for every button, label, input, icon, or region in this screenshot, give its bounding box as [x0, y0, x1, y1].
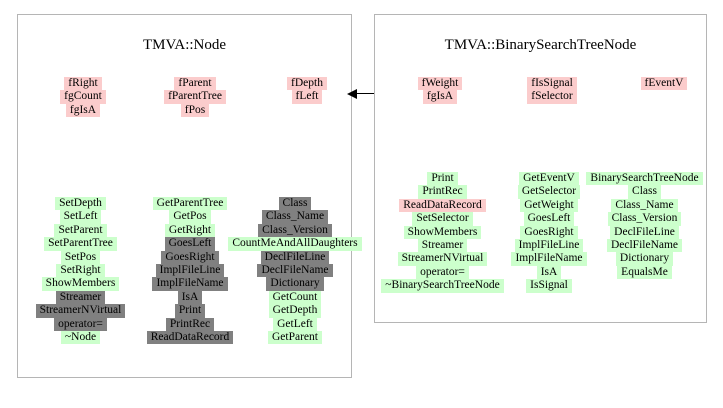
method-member[interactable]: GetDepth: [268, 304, 322, 318]
method-member[interactable]: GoesRight: [161, 250, 219, 265]
method-member[interactable]: CountMeAndAllDaughters: [228, 237, 362, 251]
method-member[interactable]: Class: [278, 197, 312, 211]
method-member[interactable]: PrintRec: [418, 185, 467, 199]
method-member[interactable]: BinarySearchTreeNode: [586, 172, 703, 186]
method-member[interactable]: Streamer: [417, 239, 468, 253]
attribute-member[interactable]: fLeft: [291, 90, 323, 104]
method-member[interactable]: Class_Version: [607, 212, 682, 226]
method-member[interactable]: ShowMembers: [41, 277, 120, 291]
attribute-member[interactable]: fEventV: [640, 77, 688, 91]
method-member[interactable]: SetRight: [56, 264, 105, 278]
class-title-binarysearchtreenode: TMVA::BinarySearchTreeNode: [444, 37, 637, 53]
attribute-member[interactable]: fParent: [174, 77, 216, 91]
method-member[interactable]: SetPos: [60, 250, 101, 265]
class-title-node: TMVA::Node: [142, 37, 227, 53]
method-member[interactable]: Dictionary: [615, 252, 674, 266]
method-member[interactable]: IsA: [177, 290, 203, 305]
attribute-column-3: fEventV: [609, 77, 719, 91]
method-member[interactable]: DeclFileName: [606, 239, 683, 253]
method-member[interactable]: GetPos: [169, 210, 211, 224]
attribute-member[interactable]: fgCount: [60, 90, 106, 104]
inheritance-arrow-head-icon: [347, 89, 357, 99]
method-member[interactable]: ~Node: [60, 331, 101, 345]
method-member[interactable]: ImplFileName: [152, 277, 228, 291]
method-member[interactable]: SetDepth: [55, 197, 106, 211]
method-member[interactable]: SetParent: [54, 223, 107, 238]
method-member[interactable]: ReadDataRecord: [146, 331, 234, 345]
method-member[interactable]: operator=: [54, 317, 107, 332]
method-member[interactable]: ImplFileLine: [514, 239, 584, 253]
method-member[interactable]: ReadDataRecord: [399, 198, 486, 213]
method-member[interactable]: ImplFileName: [511, 252, 587, 266]
method-member[interactable]: DeclFileName: [257, 264, 333, 278]
attribute-member[interactable]: fPos: [180, 103, 210, 118]
method-member[interactable]: GetWeight: [520, 198, 578, 213]
method-member[interactable]: DeclFileLine: [610, 225, 679, 240]
attribute-member[interactable]: fRight: [64, 77, 102, 91]
method-member[interactable]: GetParentTree: [152, 197, 228, 211]
method-member[interactable]: StreamerNVirtual: [397, 252, 488, 266]
attribute-member[interactable]: fSelector: [527, 90, 577, 104]
method-member[interactable]: Class_Name: [611, 198, 678, 213]
method-member[interactable]: GetParent: [268, 331, 322, 345]
method-member[interactable]: Print: [174, 304, 206, 318]
method-member[interactable]: GoesLeft: [164, 237, 216, 251]
method-member[interactable]: GetCount: [268, 290, 322, 305]
attribute-member[interactable]: fParentTree: [164, 90, 226, 104]
attribute-member[interactable]: fgIsA: [65, 103, 101, 118]
method-member[interactable]: Class: [628, 185, 661, 199]
method-member[interactable]: PrintRec: [165, 317, 215, 332]
method-member[interactable]: GetSelector: [517, 185, 581, 199]
method-member[interactable]: EqualsMe: [617, 265, 672, 280]
method-member[interactable]: IsA: [536, 265, 562, 280]
method-member[interactable]: GoesLeft: [523, 212, 575, 226]
method-member[interactable]: Print: [427, 172, 458, 186]
method-member[interactable]: Class_Name: [261, 210, 329, 224]
attribute-member[interactable]: fDepth: [287, 77, 327, 91]
method-member[interactable]: DeclFileLine: [260, 250, 330, 265]
method-member[interactable]: SetLeft: [59, 210, 102, 224]
method-member[interactable]: SetSelector: [412, 212, 473, 226]
method-member[interactable]: Class_Version: [258, 223, 332, 238]
method-member[interactable]: ~BinarySearchTreeNode: [381, 279, 504, 293]
attribute-member[interactable]: fgIsA: [422, 90, 458, 104]
method-member[interactable]: GetRight: [164, 223, 216, 238]
method-member[interactable]: GetLeft: [273, 317, 317, 332]
method-member[interactable]: GetEventV: [519, 172, 579, 186]
method-member[interactable]: Dictionary: [266, 277, 324, 291]
inheritance-arrow-line: [352, 93, 374, 94]
attribute-member[interactable]: fIsSignal: [527, 77, 577, 91]
attribute-member[interactable]: fWeight: [417, 77, 463, 91]
method-member[interactable]: SetParentTree: [44, 237, 117, 251]
method-member[interactable]: IsSignal: [526, 279, 572, 293]
method-member[interactable]: ImplFileLine: [155, 264, 225, 278]
method-member[interactable]: StreamerNVirtual: [35, 304, 126, 318]
method-member[interactable]: Streamer: [55, 290, 106, 305]
method-member[interactable]: operator=: [416, 265, 469, 280]
method-member[interactable]: GoesRight: [520, 225, 578, 240]
method-member[interactable]: ShowMembers: [403, 225, 482, 240]
